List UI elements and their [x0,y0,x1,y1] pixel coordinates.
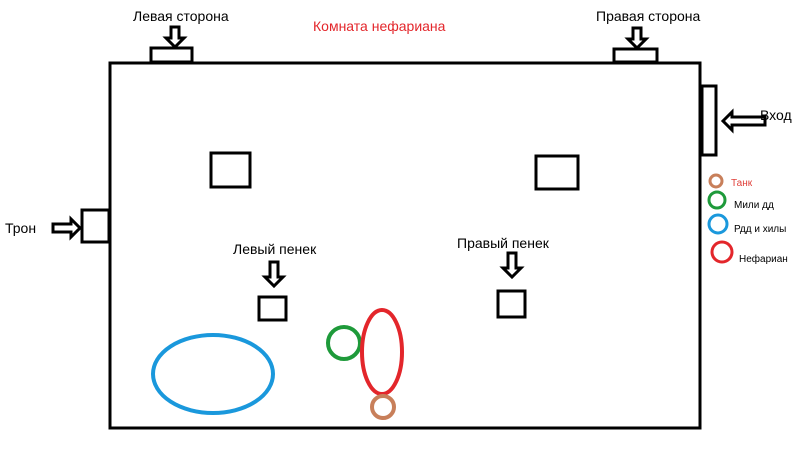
right-side-door [612,47,659,64]
room-outline [108,61,702,430]
arrow-down-icon [499,251,525,280]
left-side-door [149,46,194,64]
arrow-right-icon [51,215,83,241]
entrance-door [700,84,718,157]
legend-label: Нефариан [739,253,788,265]
legend-label: Танк [731,178,753,189]
left-stump [257,295,288,322]
legend: Танк Мили дд Рдд и хилы Нефариан [707,173,788,265]
throne-block [80,208,111,244]
right-stump [496,289,527,319]
melee-position [326,325,362,361]
pillar-right [534,154,580,191]
right-stump-label: Правый пенек [457,235,550,251]
throne-label: Трон [5,220,36,236]
arrow-down-icon [162,25,188,50]
nefarian-position [360,308,404,396]
legend-label: Рдд и хилы [734,224,786,235]
right-side-label: Правая сторона [596,8,701,24]
ranged-healers-zone [151,333,275,415]
tank-position [370,394,396,420]
legend-ranged-icon [707,213,729,235]
arrow-down-icon [261,260,287,289]
left-stump-label: Левый пенек [233,241,317,257]
left-side-label: Левая сторона [133,8,229,24]
pillar-left [209,151,252,189]
arrow-left-icon [720,108,767,134]
entrance-label: Вход [760,107,792,123]
legend-melee-icon [707,190,727,210]
legend-label: Мили дд [734,200,774,211]
arrow-down-icon [624,26,650,51]
legend-nefarian-icon [710,240,734,264]
diagram-title: Комната нефариана [313,18,446,34]
legend-tank-icon [708,173,724,189]
